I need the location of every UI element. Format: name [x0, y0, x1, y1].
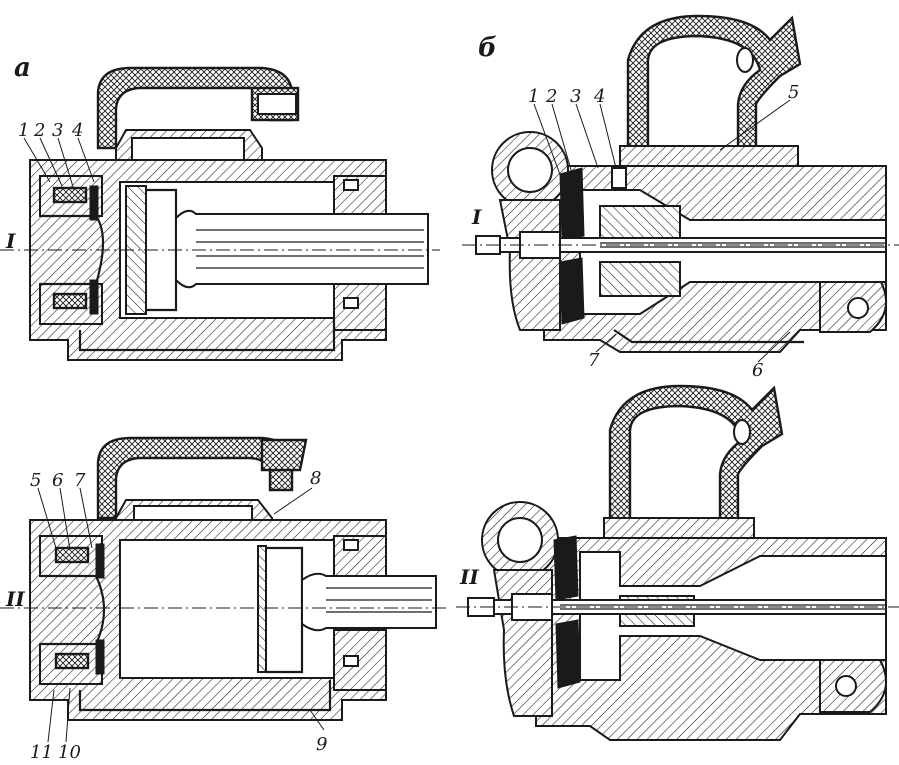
callout-a-11: 11 — [30, 742, 53, 763]
panel-a-position-1 — [0, 66, 440, 361]
callout-b-6: 6 — [752, 360, 763, 381]
callout-a-9: 9 — [316, 734, 327, 755]
text-labels: а б I II I II 1 2 3 4 5 6 7 8 9 10 11 1 … — [5, 33, 799, 763]
callout-a-10: 10 — [58, 742, 81, 763]
leader-lines — [23, 99, 791, 743]
hose-coupling — [96, 436, 294, 520]
callout-a-8: 8 — [310, 468, 321, 489]
position-label-1-a: I — [5, 229, 16, 253]
callout-a-3: 3 — [52, 120, 63, 141]
callout-a-6: 6 — [52, 470, 63, 491]
callout-b-2: 2 — [545, 86, 557, 107]
callout-b-4: 4 — [593, 86, 605, 107]
callout-a-7: 7 — [74, 470, 86, 491]
callout-b-7: 7 — [588, 350, 600, 371]
dome-hose — [608, 384, 784, 522]
position-label-1-b: I — [471, 205, 482, 229]
position-label-2-b: II — [459, 565, 479, 589]
callout-b-5: 5 — [788, 82, 799, 103]
dome-hose — [626, 14, 802, 152]
callout-a-4: 4 — [71, 120, 83, 141]
panel-a-position-2 — [0, 436, 446, 721]
callout-b-1: 1 — [528, 86, 539, 107]
callout-a-1: 1 — [18, 120, 29, 141]
panel-label-a: а — [14, 53, 31, 83]
callout-a-2: 2 — [33, 120, 45, 141]
panel-label-b: б — [478, 33, 497, 63]
panel-b-position-2 — [456, 384, 899, 741]
callout-a-5: 5 — [30, 470, 41, 491]
position-label-2-a: II — [5, 587, 25, 611]
panel-b-position-1 — [462, 14, 899, 353]
callout-b-3: 3 — [570, 86, 581, 107]
